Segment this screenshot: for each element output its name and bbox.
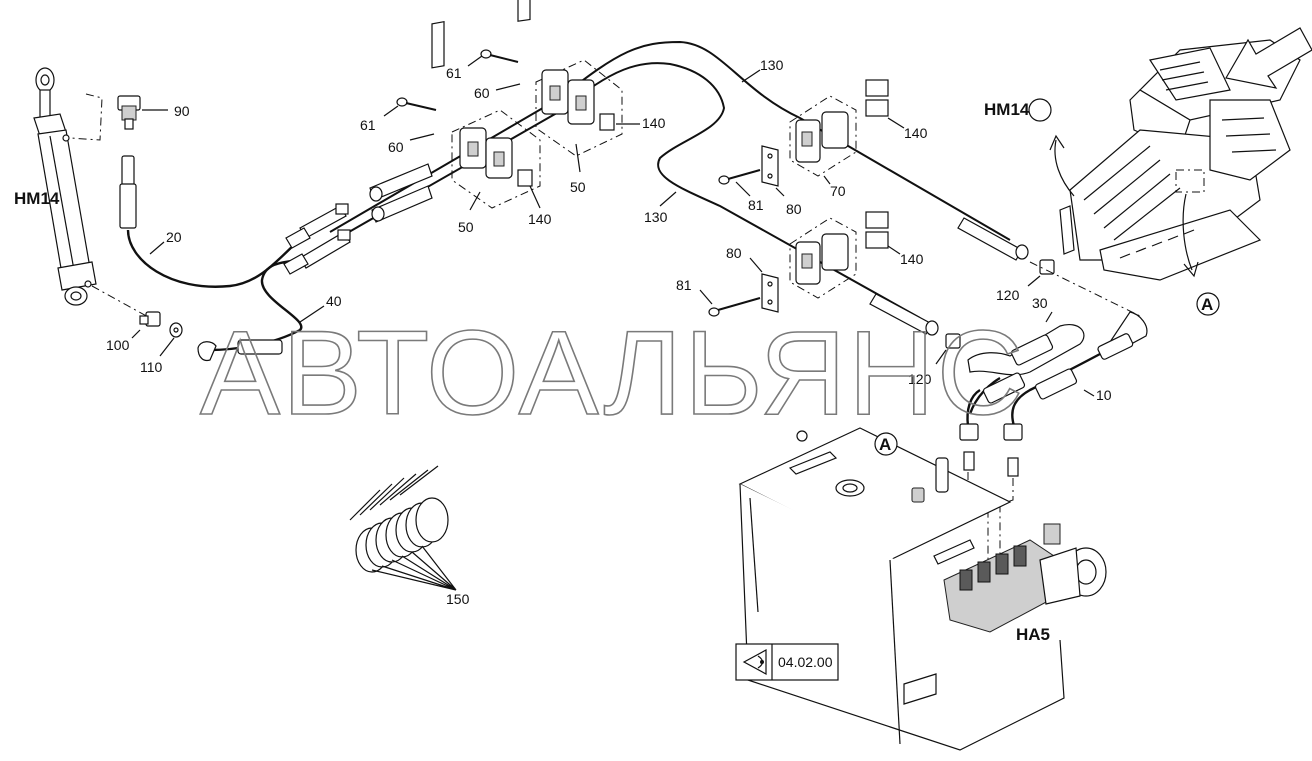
part-label-61-bottom: 61 — [360, 117, 376, 133]
machine-overview — [1059, 39, 1301, 281]
spiral-hose-guards — [349, 465, 457, 591]
adapter-100 — [139, 311, 161, 327]
part-label-120-bottom: 120 — [908, 371, 932, 387]
reference-box: 04.02.00 — [735, 643, 839, 681]
part-label-10: 10 — [1096, 387, 1112, 403]
plate-80-top — [761, 145, 779, 187]
detail-marker-tank-label: A — [879, 435, 891, 454]
part-label-90: 90 — [174, 103, 190, 119]
bolt-61-bottom — [396, 97, 437, 111]
valve-block-ha5 — [943, 523, 1107, 633]
hm14-callout-circle — [1028, 98, 1052, 122]
part-label-40: 40 — [326, 293, 342, 309]
part-label-140-b: 140 — [528, 211, 552, 227]
pipe-fittings-right — [869, 217, 1055, 349]
part-label-140-a: 140 — [642, 115, 666, 131]
part-label-120-top: 120 — [996, 287, 1020, 303]
hydraulic-tank — [738, 427, 1065, 751]
elbow-fitting-90 — [117, 95, 141, 130]
clamp-group-70-top — [789, 79, 889, 177]
part-label-100: 100 — [106, 337, 130, 353]
part-label-81-top: 81 — [748, 197, 764, 213]
part-label-60-bottom: 60 — [388, 139, 404, 155]
part-label-110: 110 — [140, 359, 163, 375]
hose-40 — [197, 258, 303, 362]
bolt-61-top — [480, 49, 519, 63]
valve-inlet-fittings — [959, 423, 1023, 477]
reference-code: 04.02.00 — [778, 654, 833, 670]
machine-callout-label: HM14 — [984, 100, 1030, 119]
part-label-30: 30 — [1032, 295, 1048, 311]
clamp-group-50-left — [431, 21, 541, 209]
detail-marker-machine — [1196, 292, 1220, 316]
part-label-140-c: 140 — [904, 125, 928, 141]
bolt-81-top — [718, 169, 761, 185]
part-label-130-mid: 130 — [644, 209, 668, 225]
view-direction-arrow-icon — [1225, 27, 1312, 89]
hose-30 — [966, 324, 1085, 427]
watermark: АВТОАЛЬЯНС — [200, 306, 1025, 440]
part-label-140-d: 140 — [900, 251, 924, 267]
valve-assembly-label: HA5 — [1016, 625, 1050, 644]
pipe-fittings-left — [283, 163, 433, 275]
part-label-61-top: 61 — [446, 65, 462, 81]
clamp-group-50-right — [517, 0, 623, 157]
part-label-81-bottom: 81 — [676, 277, 692, 293]
part-label-50-right: 50 — [570, 179, 586, 195]
part-label-80-bottom: 80 — [726, 245, 742, 261]
clamp-group-70-bottom — [789, 211, 889, 299]
plate-80-bottom — [761, 273, 779, 313]
part-label-20: 20 — [166, 229, 182, 245]
eye-view-icon — [742, 648, 767, 676]
part-label-60-top: 60 — [474, 85, 490, 101]
part-label-80-top: 80 — [786, 201, 802, 217]
part-label-150: 150 — [446, 591, 470, 607]
hose-20 — [119, 155, 331, 288]
cylinder-assembly-label: HM14 — [14, 189, 60, 208]
detail-marker-tank — [874, 432, 898, 456]
bolt-81-bottom — [708, 297, 761, 317]
part-label-130-top: 130 — [760, 57, 784, 73]
hose-10 — [968, 261, 1148, 427]
pipe-130 — [329, 40, 1011, 319]
hydraulic-cylinder — [33, 67, 97, 306]
part-label-70: 70 — [830, 183, 846, 199]
part-label-50-left: 50 — [458, 219, 474, 235]
detail-marker-machine-label: A — [1201, 295, 1213, 314]
